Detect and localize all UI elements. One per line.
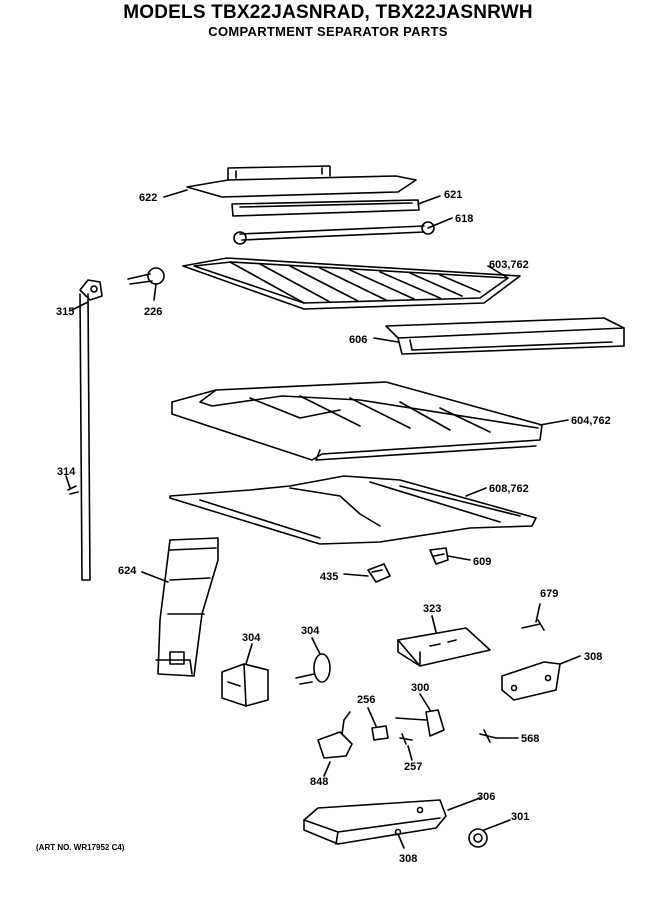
page-subtitle: COMPARTMENT SEPARATOR PARTS (208, 24, 448, 39)
part-323-bracket (397, 627, 491, 667)
part-304-fan (295, 653, 331, 685)
part-608-separator (169, 475, 537, 545)
part-257-screw (399, 733, 413, 745)
callout-304-left: 304 (242, 632, 261, 644)
callout-257: 257 (404, 761, 422, 773)
callout-848: 848 (310, 776, 328, 788)
part-679-screw (521, 619, 545, 631)
part-308-bracket-upper (501, 661, 561, 701)
callout-679: 679 (540, 588, 558, 600)
part-606-trim (385, 317, 625, 355)
part-300-thermostat (395, 709, 445, 737)
callout-621: 621 (444, 189, 462, 201)
callout-301: 301 (511, 811, 529, 823)
callout-306: 306 (477, 791, 495, 803)
part-603-shelf (182, 257, 521, 310)
part-304-housing (221, 663, 269, 707)
callout-618: 618 (455, 213, 473, 225)
callout-315: 315 (56, 306, 74, 318)
part-624-duct (155, 537, 219, 677)
part-848-motor (317, 711, 353, 759)
part-621-rail (231, 199, 420, 217)
part-618-shaft (233, 221, 435, 245)
callout-323: 323 (423, 603, 441, 615)
callout-308-lower: 308 (399, 853, 417, 865)
callout-608: 608,762 (489, 483, 529, 495)
callout-256: 256 (357, 694, 375, 706)
callout-435: 435 (320, 571, 338, 583)
callout-624: 624 (118, 565, 137, 577)
part-622-cover (186, 165, 417, 198)
part-306-housing (303, 799, 447, 845)
callout-314: 314 (57, 466, 76, 478)
part-568-screw (479, 729, 497, 743)
callout-604: 604,762 (571, 415, 611, 427)
part-301-grommet (468, 828, 488, 848)
art-number: (ART NO. WR17952 C4) (36, 843, 125, 852)
callout-308-upper: 308 (584, 651, 602, 663)
callout-568: 568 (521, 733, 539, 745)
page-title: MODELS TBX22JASNRAD, TBX22JASNRWH (123, 2, 533, 23)
part-226-knob (127, 267, 165, 285)
callout-304-right: 304 (301, 625, 320, 637)
callout-609: 609 (473, 556, 491, 568)
part-256-plug (371, 725, 389, 741)
part-604-separator (171, 381, 543, 461)
part-435-damper (367, 563, 391, 583)
part-315-rod (79, 279, 103, 581)
part-314-clip (67, 485, 79, 495)
callout-622: 622 (139, 192, 157, 204)
part-609-damper (429, 547, 449, 565)
callout-606: 606 (349, 334, 367, 346)
callout-300: 300 (411, 682, 429, 694)
callout-603: 603,762 (489, 259, 529, 271)
callout-226: 226 (144, 306, 162, 318)
